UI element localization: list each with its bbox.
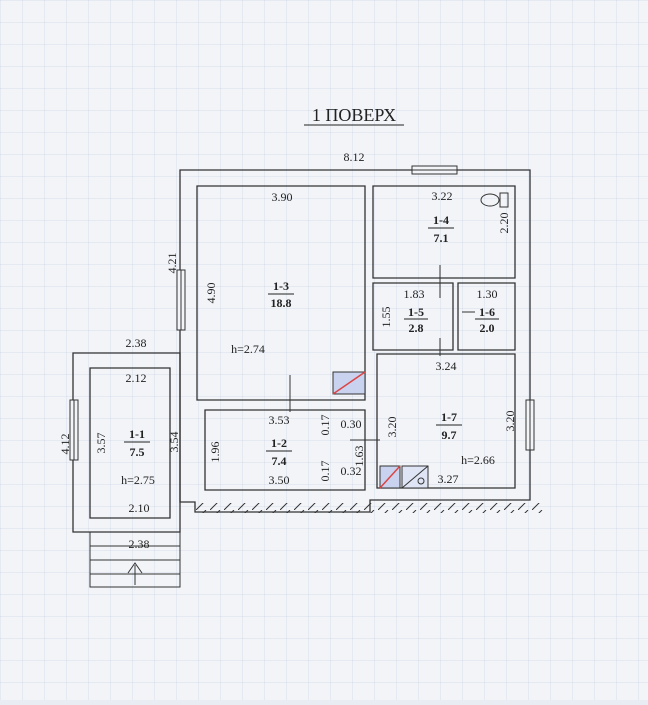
svg-text:3.20: 3.20 (385, 417, 399, 438)
svg-text:1-5: 1-5 (408, 305, 424, 319)
svg-text:1-3: 1-3 (273, 279, 289, 293)
stove-symbol (332, 371, 366, 395)
svg-text:1-6: 1-6 (479, 305, 495, 319)
svg-text:1-4: 1-4 (433, 213, 449, 227)
svg-text:2.8: 2.8 (409, 321, 424, 335)
svg-text:1.96: 1.96 (208, 442, 222, 463)
svg-text:18.8: 18.8 (271, 296, 292, 310)
svg-text:3.50: 3.50 (269, 473, 290, 487)
svg-text:0.32: 0.32 (341, 464, 362, 478)
svg-text:3.20: 3.20 (503, 411, 517, 432)
svg-text:1-1: 1-1 (129, 427, 145, 441)
svg-text:4.90: 4.90 (204, 283, 218, 304)
svg-text:3.57: 3.57 (94, 433, 108, 454)
windows (69, 165, 535, 461)
dimension-labels: 8.12 3.90 3.22 1.83 1.30 3.24 3.27 3.53 … (58, 150, 517, 551)
toilet-icon (480, 192, 509, 208)
kitchen-appliances (379, 465, 429, 489)
svg-text:3.24: 3.24 (436, 359, 457, 373)
ground-hatch-left (195, 503, 370, 513)
height-kitchen: h=2.66 (461, 453, 495, 467)
room-1-1: 1-1 7.5 (124, 427, 150, 459)
room-1-6: 1-6 2.0 (475, 305, 499, 335)
svg-text:4.12: 4.12 (58, 434, 72, 455)
svg-text:0.30: 0.30 (341, 417, 362, 431)
svg-text:3.53: 3.53 (269, 413, 290, 427)
svg-text:7.1: 7.1 (434, 231, 449, 245)
svg-text:3.27: 3.27 (438, 472, 459, 486)
svg-text:7.5: 7.5 (130, 445, 145, 459)
svg-text:2.0: 2.0 (480, 321, 495, 335)
porch-steps (89, 531, 181, 588)
svg-text:0.17: 0.17 (318, 415, 332, 436)
height-main: h=2.74 (231, 342, 265, 356)
svg-text:3.90: 3.90 (272, 190, 293, 204)
outer-walls (179, 169, 531, 513)
svg-text:0.17: 0.17 (318, 461, 332, 482)
svg-text:1-7: 1-7 (441, 410, 457, 424)
room-1-4: 1-4 7.1 (428, 213, 454, 245)
room-1-3: 1-3 18.8 (268, 279, 294, 310)
svg-text:2.38: 2.38 (126, 336, 147, 350)
door-marks (289, 265, 475, 441)
svg-text:8.12: 8.12 (344, 150, 365, 164)
svg-text:1.30: 1.30 (477, 287, 498, 301)
svg-text:3.22: 3.22 (432, 189, 453, 203)
plan-title: 1 ПОВЕРХ (312, 105, 396, 125)
room-1-2: 1-2 7.4 (266, 436, 292, 468)
ground-hatch-right (370, 503, 545, 513)
svg-text:1.63: 1.63 (352, 446, 366, 467)
height-porch: h=2.75 (121, 473, 155, 487)
svg-text:1.55: 1.55 (379, 307, 393, 328)
room-1-7: 1-7 9.7 (436, 410, 462, 442)
svg-text:2.20: 2.20 (497, 213, 511, 234)
svg-text:9.7: 9.7 (442, 428, 457, 442)
svg-text:2.10: 2.10 (129, 501, 150, 515)
svg-text:2.12: 2.12 (126, 371, 147, 385)
svg-text:1.83: 1.83 (404, 287, 425, 301)
svg-text:2.38: 2.38 (129, 537, 150, 551)
svg-text:3.54: 3.54 (167, 432, 181, 453)
svg-text:7.4: 7.4 (272, 454, 287, 468)
svg-text:1-2: 1-2 (271, 436, 287, 450)
room-1-5: 1-5 2.8 (404, 305, 428, 335)
svg-text:4.21: 4.21 (165, 253, 179, 274)
